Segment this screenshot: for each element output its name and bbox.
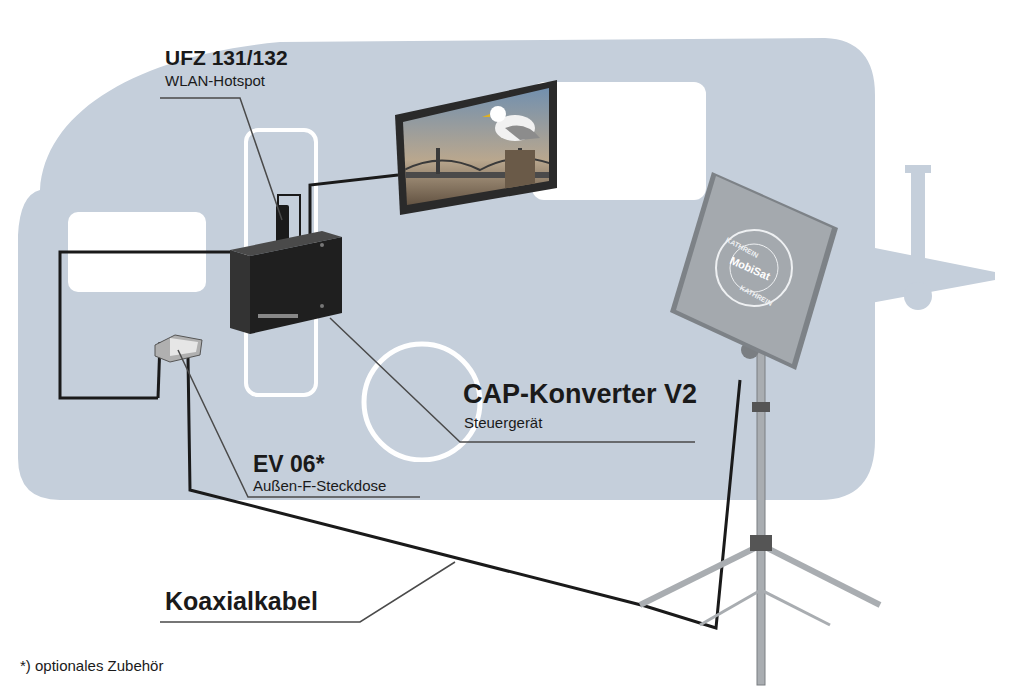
socket-cover	[170, 338, 198, 356]
seagull-head	[490, 106, 506, 122]
seagull-beak	[482, 114, 490, 117]
tripod-leg	[761, 545, 880, 605]
leader-line	[178, 350, 420, 497]
converter-side	[230, 250, 250, 334]
caravan-silhouette	[18, 38, 875, 500]
cable	[310, 175, 398, 238]
screw	[320, 243, 324, 247]
seagull-wing	[505, 126, 540, 140]
antenna-back	[670, 172, 838, 370]
post	[505, 150, 535, 190]
tripod-pole	[757, 345, 765, 685]
part-name: UFZ 131/132	[165, 46, 288, 69]
screw	[320, 304, 324, 308]
converter-front	[250, 237, 342, 334]
caravan-window	[532, 82, 706, 200]
part-description: WLAN-Hotspot	[165, 73, 265, 90]
antenna-panel	[676, 176, 832, 364]
tripod-brace	[761, 590, 830, 625]
part-name: EV 06*	[253, 452, 325, 477]
tv-screen	[400, 85, 555, 210]
jockey-wheel	[904, 282, 932, 310]
tv-frame	[395, 80, 557, 215]
part-name: CAP-Konverter V2	[463, 380, 697, 410]
part-description: Außen-F-Steckdose	[253, 478, 386, 495]
tripod-leg	[640, 545, 761, 605]
tripod-clamp	[752, 402, 770, 412]
jockey-wheel-post	[911, 172, 925, 292]
tripod-brace	[700, 590, 761, 625]
outdoor-socket	[155, 335, 202, 362]
leader-line	[160, 98, 282, 220]
converter-label	[258, 314, 298, 318]
part-name: Koaxialkabel	[165, 588, 318, 616]
bridge-tower	[436, 148, 440, 174]
footnote: *) optionales Zubehör	[20, 658, 163, 675]
leader-line	[160, 562, 455, 622]
cable	[60, 252, 232, 398]
tripod-clamp	[750, 535, 772, 551]
jockey-wheel-handle	[905, 165, 931, 173]
part-description: Steuergerät	[464, 415, 542, 432]
